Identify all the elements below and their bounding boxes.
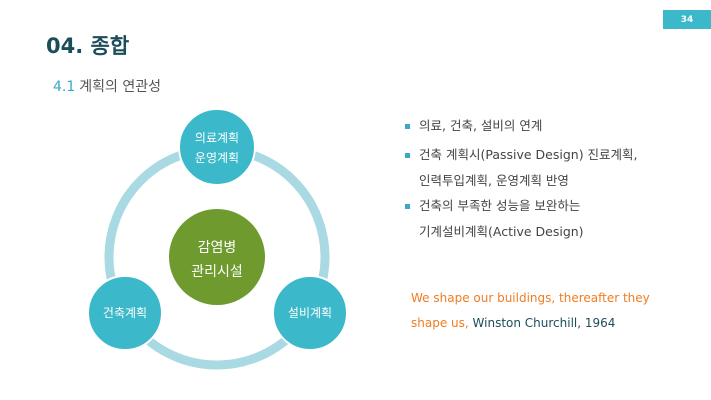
right-circle [272, 275, 348, 351]
left-node: 건축계획 [102, 306, 148, 320]
bullet-text: 의료, 건축, 설비의 연계 [419, 118, 543, 133]
bullet-text: 건축 계획시(Passive Design) 진료계획, [419, 147, 638, 162]
quote-line-2: shape us, [411, 316, 469, 330]
bullet-icon [405, 204, 410, 209]
bullet-text: 건축의 부족한 성능을 보완하는 [419, 198, 581, 213]
center-circle [169, 209, 265, 305]
bullet-icon [405, 153, 410, 158]
top-line-1: 의료계획 [194, 131, 240, 145]
quote-line-1: We shape our buildings, thereafter they [411, 291, 650, 305]
bullet-icon [405, 124, 410, 129]
bullet-text: 기계설비계획(Active Design) [419, 224, 584, 239]
top-line-2: 운영계획 [194, 151, 240, 165]
quote-author: Winston Churchill, 1964 [472, 316, 616, 330]
page-number: 34 [663, 10, 711, 29]
bullet-text: 인력투입계획, 운영계획 반영 [419, 173, 569, 188]
bullet-item: 건축 계획시(Passive Design) 진료계획, 인력투입계획, 운영계획… [405, 142, 638, 194]
right-node: 설비계획 [287, 306, 333, 320]
top-circle [178, 108, 256, 186]
bullet-item: 의료, 건축, 설비의 연계 [405, 113, 542, 139]
section-title: 계획의 연관성 [79, 79, 161, 95]
center-line-2: 관리시설 [191, 264, 243, 280]
left-circle [87, 275, 163, 351]
page-title: 04. 종합 [46, 34, 130, 58]
quote: We shape our buildings, thereafter they s… [411, 286, 650, 336]
section-number: 4.1 [53, 79, 76, 95]
center-line-1: 감염병 [197, 240, 237, 256]
